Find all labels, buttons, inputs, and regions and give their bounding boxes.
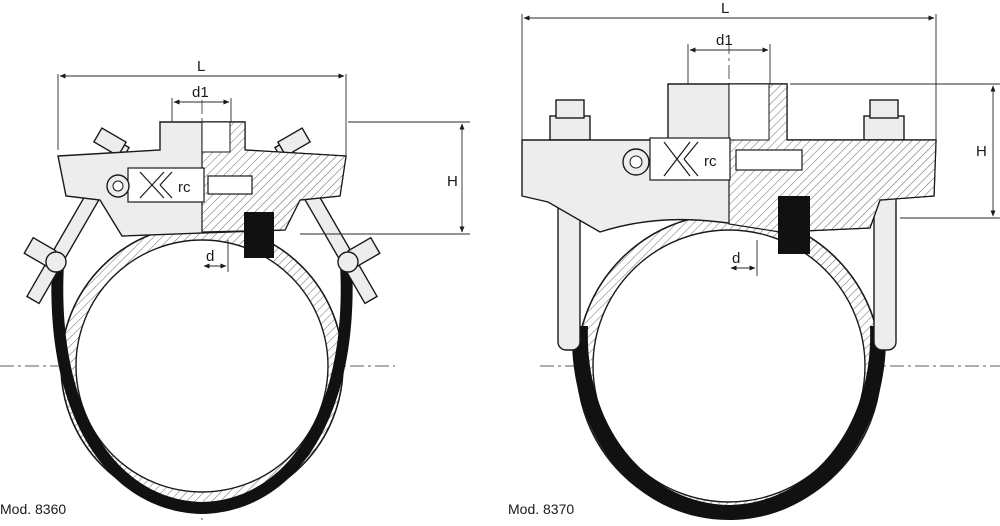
left-bolt — [549, 99, 591, 351]
dim-d-label: d — [206, 248, 214, 265]
logo-text: rc — [178, 179, 191, 196]
dim-L-label: L — [197, 58, 205, 75]
connector — [735, 149, 803, 171]
wire-symbol — [663, 141, 699, 177]
caption-mod-8360: Mod. 8360 — [0, 501, 66, 517]
pipe — [60, 224, 344, 508]
dim-d1-label: d1 — [716, 32, 733, 49]
saddle-8360: rc L d1 H d Mod. 8360 — [0, 58, 470, 520]
dim-L-label: L — [721, 0, 729, 17]
wire-box — [127, 167, 205, 203]
rubber-seal — [778, 196, 810, 254]
dim-H-label: H — [976, 143, 987, 160]
dim-d1-label: d1 — [192, 84, 209, 101]
wire-symbol — [139, 171, 173, 199]
rubber-seal — [244, 212, 274, 258]
connector — [207, 175, 253, 195]
saddle-8370: rc L d1 H d Mod. 8370 — [508, 0, 1000, 520]
dim-H-label: H — [447, 173, 458, 190]
pipe — [576, 213, 882, 519]
section-cut — [728, 83, 937, 233]
logo-text: rc — [704, 153, 717, 170]
section-cut — [201, 121, 347, 233]
caption-mod-8370: Mod. 8370 — [508, 501, 574, 517]
dim-d-label: d — [732, 250, 740, 267]
wire-box — [649, 137, 731, 181]
